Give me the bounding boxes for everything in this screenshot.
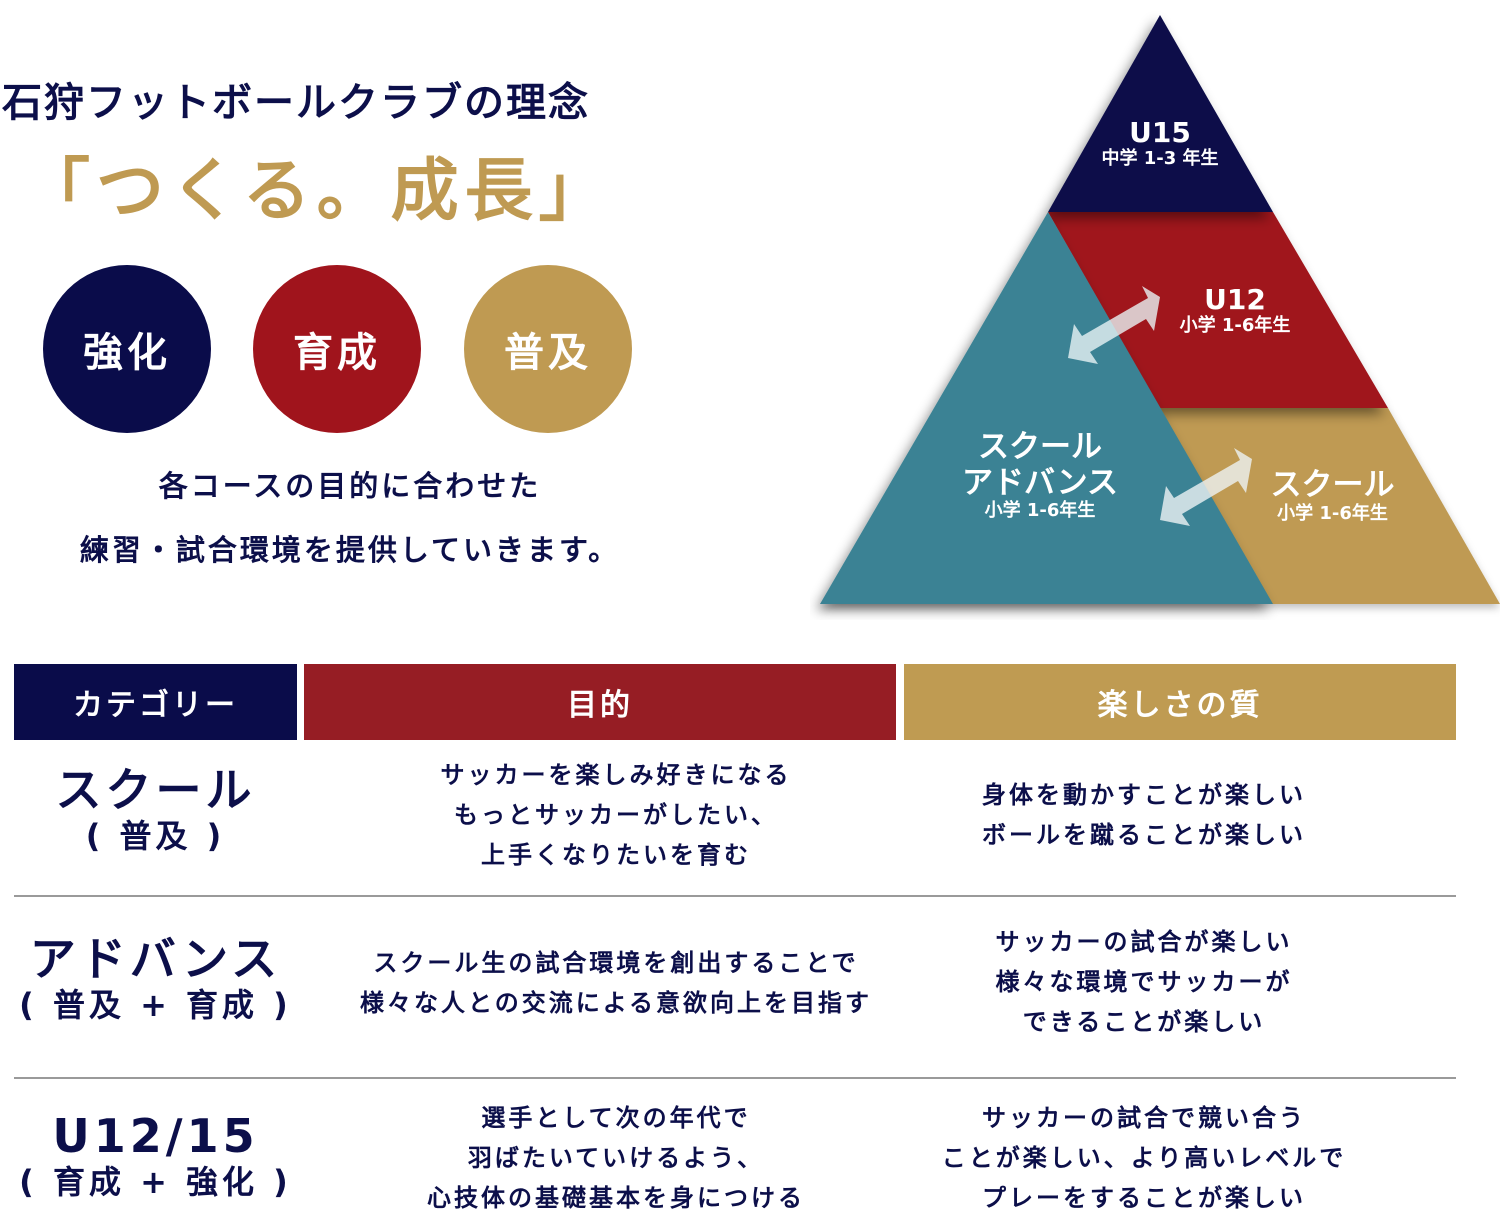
description-line-1: 各コースの目的に合わせた — [158, 469, 542, 503]
description-line-2: 練習・試合環境を提供していきます。 — [79, 533, 621, 567]
pyramid-u15-label: U15 中学 1-3 年生 — [1101, 116, 1219, 170]
table-row-purpose: スクール生の試合環境を創出することで 様々な人との交流による意欲向上を目指す — [359, 949, 873, 1017]
pillar-develop: 育成 — [253, 265, 421, 433]
table-row-category: U12/15 ( 育成 + 強化 ) — [19, 1109, 292, 1201]
pyramid-advance-segment — [820, 212, 1273, 604]
table-row-fun: 身体を動かすことが楽しい ボールを蹴ることが楽しい — [982, 781, 1306, 849]
table-row-category: スクール ( 普及 ) — [55, 763, 256, 855]
pyramid-u15-segment — [1048, 15, 1273, 212]
page-title: 石狩フットボールクラブの理念 — [2, 80, 590, 126]
pillar-label: 育成 — [293, 330, 381, 376]
pyramid-diagram: U15 中学 1-3 年生 U12 小学 1-6年生 スクール アドバンス 小学… — [810, 0, 1500, 620]
table-row-fun: サッカーの試合が楽しい 様々な環境でサッカーが できることが楽しい — [995, 928, 1293, 1036]
pillar-label: 強化 — [83, 330, 171, 376]
column-header-purpose: 目的 — [304, 664, 896, 740]
slogan: 「つくる。成長」 — [22, 152, 613, 231]
pillar-label: 普及 — [504, 330, 592, 376]
row-divider — [14, 1077, 1456, 1079]
pyramid-graphic — [820, 15, 1500, 604]
row-divider — [14, 895, 1456, 897]
table-row-fun: サッカーの試合で競い合う ことが楽しい、より高いレベルで プレーをすることが楽し… — [941, 1104, 1347, 1212]
double-arrow-icon — [1160, 448, 1252, 526]
column-header-category: カテゴリー — [14, 664, 297, 740]
double-arrow-icon — [1068, 286, 1160, 364]
pillar-strengthen: 強化 — [43, 265, 211, 433]
pyramid-u12-label: U12 小学 1-6年生 — [1179, 283, 1291, 337]
pyramid-advance-label: スクール アドバンス 小学 1-6年生 — [962, 429, 1118, 522]
table-row-purpose: 選手として次の年代で 羽ばたいていけるよう、 心技体の基礎基本を身につける — [427, 1104, 805, 1212]
table-row-purpose: サッカーを楽しみ好きになる もっとサッカーがしたい、 上手くなりたいを育む — [440, 761, 792, 869]
pillar-spread: 普及 — [464, 265, 632, 433]
pyramid-school-label: スクール 小学 1-6年生 — [1270, 467, 1395, 524]
column-header-fun: 楽しさの質 — [904, 664, 1456, 740]
pyramid-u12-segment — [1048, 212, 1388, 408]
table-row-category: アドバンス ( 普及 + 育成 ) — [19, 932, 292, 1024]
